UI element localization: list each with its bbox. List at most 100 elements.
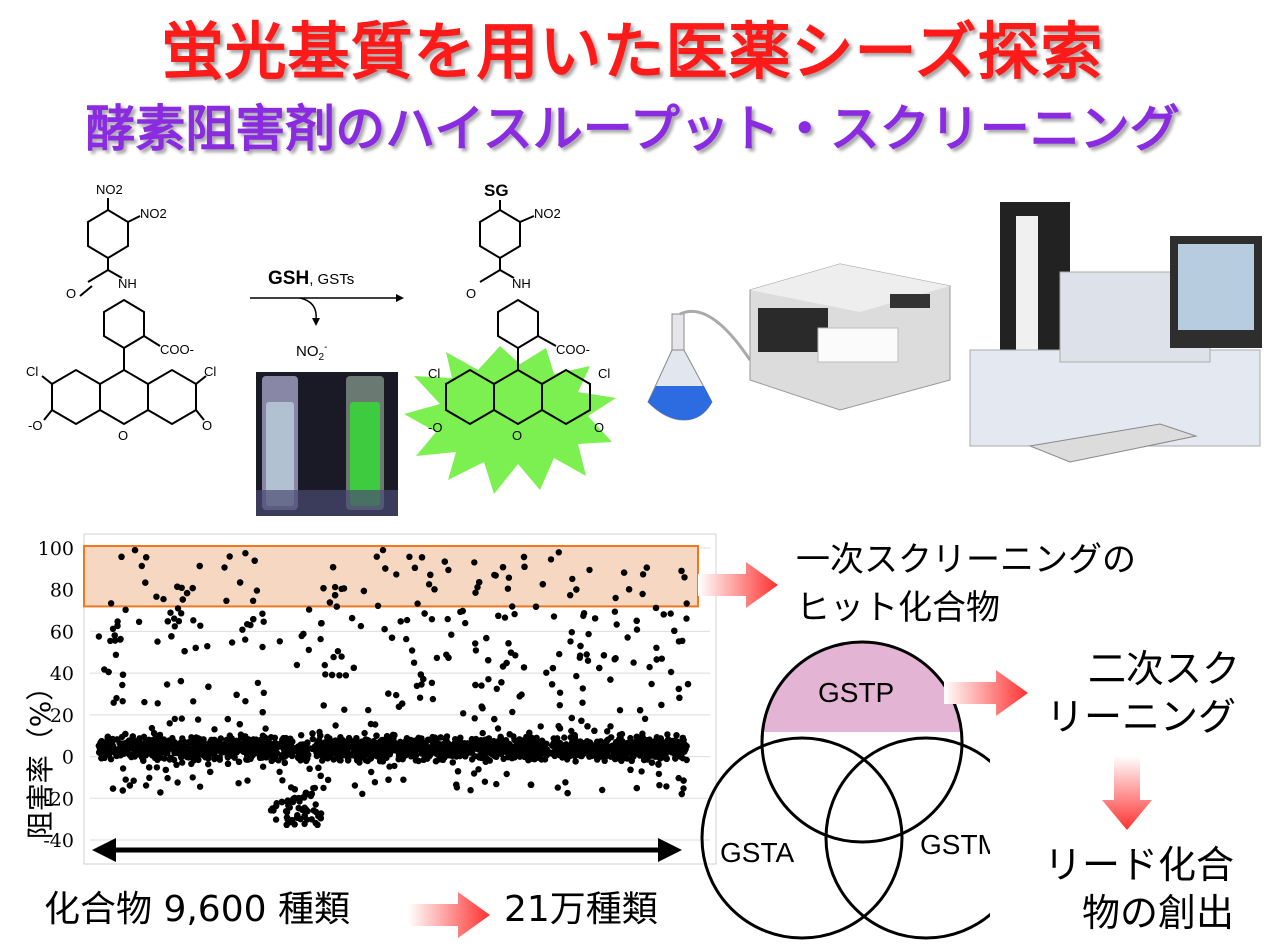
- compound-count-initial: 化合物 9,600 種類: [44, 889, 350, 930]
- data-point: [554, 784, 561, 791]
- data-point: [663, 783, 670, 790]
- data-point: [571, 734, 578, 741]
- data-point: [226, 553, 233, 560]
- data-point: [604, 728, 611, 735]
- data-point: [628, 757, 635, 764]
- data-point: [233, 691, 240, 698]
- substrate-keto: O: [202, 418, 212, 433]
- data-point: [493, 685, 500, 692]
- data-point: [525, 754, 532, 762]
- data-point: [258, 744, 265, 752]
- data-point: [320, 585, 327, 592]
- data-point: [596, 741, 603, 749]
- data-point: [331, 592, 339, 599]
- data-point: [482, 744, 489, 751]
- data-point: [360, 740, 368, 747]
- data-point: [673, 732, 680, 739]
- data-point: [360, 587, 368, 595]
- data-point: [653, 656, 660, 663]
- data-point: [565, 749, 572, 757]
- data-point: [328, 671, 336, 679]
- data-point: [159, 743, 167, 751]
- substrate-oxide: -O: [28, 418, 42, 433]
- data-point: [177, 677, 185, 685]
- data-point: [164, 774, 171, 782]
- byproduct-sub: 2: [319, 352, 325, 363]
- data-point: [453, 781, 460, 788]
- data-point: [648, 742, 655, 749]
- data-point: [317, 772, 324, 779]
- data-point: [479, 729, 486, 737]
- byproduct-no: NO: [296, 343, 319, 360]
- data-point: [622, 752, 629, 759]
- data-point: [675, 685, 682, 693]
- data-point: [191, 743, 199, 750]
- data-point: [636, 707, 644, 714]
- reaction-arrow: [250, 294, 404, 326]
- data-point: [192, 644, 199, 652]
- data-point: [241, 746, 248, 754]
- substrate-cl-right: Cl: [204, 364, 216, 379]
- data-point: [498, 679, 505, 686]
- data-point: [107, 600, 115, 607]
- data-point: [428, 616, 436, 623]
- data-point: [675, 638, 683, 645]
- data-point: [662, 749, 669, 756]
- data-point: [236, 721, 243, 728]
- data-point: [568, 629, 575, 636]
- data-point: [607, 676, 614, 683]
- product-oxide: -O: [428, 420, 442, 435]
- hit-label-line2: ヒット化合物: [796, 588, 1000, 628]
- data-point: [200, 752, 208, 759]
- data-point: [313, 749, 320, 756]
- data-point: [412, 757, 419, 764]
- product-carbonyl: O: [466, 286, 476, 301]
- data-point: [569, 575, 576, 583]
- data-point: [483, 634, 490, 642]
- data-point: [646, 663, 653, 671]
- data-point: [259, 709, 266, 716]
- data-point: [101, 754, 108, 761]
- data-point: [505, 640, 512, 647]
- data-point: [429, 695, 437, 703]
- data-point: [302, 806, 309, 813]
- data-point: [246, 740, 254, 747]
- data-point: [156, 753, 163, 761]
- data-point: [399, 745, 406, 753]
- data-point: [300, 630, 307, 638]
- data-point: [111, 632, 118, 639]
- data-point: [189, 774, 196, 781]
- data-point: [254, 679, 262, 687]
- data-point: [314, 738, 322, 745]
- data-point: [418, 750, 425, 757]
- data-point: [567, 638, 574, 645]
- data-point: [671, 627, 678, 634]
- data-point: [366, 748, 373, 755]
- data-point: [259, 643, 266, 651]
- data-point: [242, 636, 249, 643]
- data-point: [472, 647, 480, 654]
- venn-label-gstp: GSTP: [818, 677, 894, 708]
- data-point: [233, 749, 240, 756]
- data-point: [154, 638, 161, 645]
- data-point: [191, 754, 199, 761]
- data-point: [511, 750, 518, 758]
- data-point: [517, 751, 524, 758]
- data-point: [622, 744, 630, 752]
- data-point: [163, 681, 171, 688]
- data-point: [668, 749, 676, 756]
- data-point: [534, 747, 541, 755]
- data-point: [287, 744, 294, 752]
- data-point: [278, 754, 286, 761]
- data-point: [495, 612, 502, 619]
- data-point: [577, 746, 584, 753]
- data-point: [481, 778, 489, 785]
- data-point: [609, 742, 616, 749]
- data-point: [223, 737, 230, 744]
- data-point: [342, 672, 350, 679]
- y-tick-label: 20: [50, 705, 74, 727]
- data-point: [162, 766, 169, 774]
- data-point: [476, 740, 483, 747]
- data-point: [571, 752, 578, 759]
- y-tick-label: -40: [43, 830, 74, 852]
